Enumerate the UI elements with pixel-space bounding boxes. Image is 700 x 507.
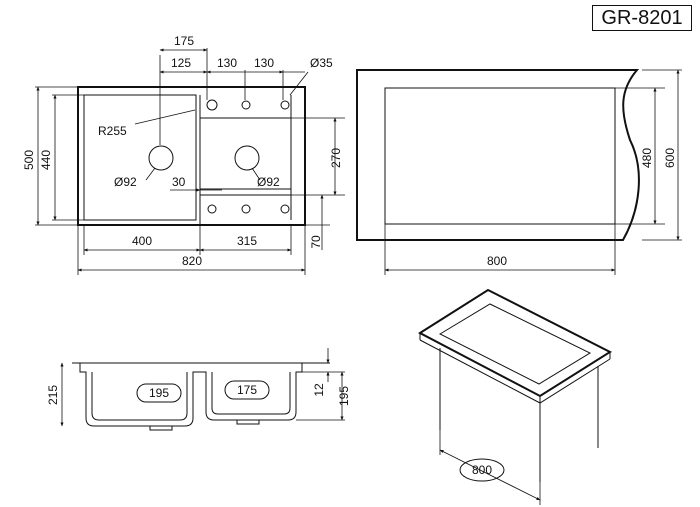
dim-130: 130 xyxy=(254,56,274,70)
iso-view: 800 xyxy=(418,288,613,505)
dim-dia92: Ø92 xyxy=(114,175,137,189)
dim-dia92: Ø92 xyxy=(257,175,280,189)
dim-600: 600 xyxy=(663,148,677,168)
tap-hole-icon xyxy=(280,100,290,110)
tap-hole-icon xyxy=(241,100,251,110)
clip-hole-icon xyxy=(241,204,251,214)
dim-800: 800 xyxy=(487,254,507,268)
right-drain-icon xyxy=(234,145,260,171)
dim-480: 480 xyxy=(640,148,654,168)
cutout-opening xyxy=(384,87,616,225)
dim-820: 820 xyxy=(182,254,202,268)
dim-125: 125 xyxy=(171,56,191,70)
top-view: 175 125 130 130 Ø35 R255 Ø92 Ø92 30 500 … xyxy=(22,34,345,275)
dim-500: 500 xyxy=(22,150,36,170)
dim-12: 12 xyxy=(312,383,326,397)
left-bowl xyxy=(83,94,197,221)
dim-800: 800 xyxy=(472,463,492,477)
dim-440: 440 xyxy=(39,150,53,170)
model-label: GR-8201 xyxy=(592,5,692,31)
dim-215: 215 xyxy=(46,385,60,405)
clip-hole-icon xyxy=(280,204,290,214)
dim-175: 175 xyxy=(237,383,257,397)
dim-30: 30 xyxy=(172,175,186,189)
sink-outline xyxy=(77,86,306,226)
dim-195: 195 xyxy=(149,386,169,400)
left-drain-icon xyxy=(148,145,174,171)
cutout-view: 480 600 800 xyxy=(356,69,682,275)
dim-dia35: Ø35 xyxy=(310,56,333,70)
dim-315: 315 xyxy=(237,234,257,248)
dim-195: 195 xyxy=(337,386,351,406)
dim-70: 70 xyxy=(309,235,323,249)
section-view: 215 195 175 12 195 xyxy=(46,348,351,431)
tap-hole-icon xyxy=(206,99,218,111)
dim-400: 400 xyxy=(132,234,152,248)
dim-130: 130 xyxy=(217,56,237,70)
dim-270: 270 xyxy=(329,148,343,168)
dim-r255: R255 xyxy=(98,124,127,138)
dim-175: 175 xyxy=(174,34,194,48)
clip-hole-icon xyxy=(207,204,217,214)
